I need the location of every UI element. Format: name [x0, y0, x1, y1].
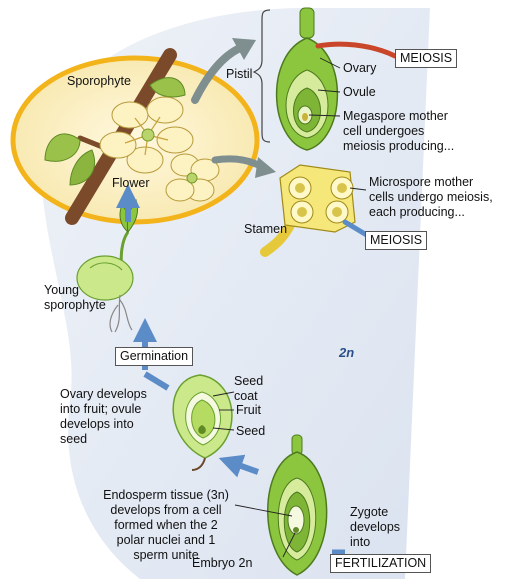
ovary-develops-line: Ovary develops [60, 387, 147, 402]
endosperm-line: Endosperm tissue (3n) [96, 488, 236, 503]
megaspore-line: cell undergoes [343, 124, 454, 139]
endosperm-line: develops from a cell [96, 503, 236, 518]
meiosis-mid-box: MEIOSIS [365, 231, 427, 250]
endosperm-line: polar nuclei and 1 [96, 533, 236, 548]
ovule-label: Ovule [343, 85, 376, 100]
microspore-line: cells undergo meiosis, [369, 190, 493, 205]
germination-box: Germination [115, 347, 193, 366]
fertilization-box: FERTILIZATION [330, 554, 431, 573]
embryo-label: Embryo 2n [192, 556, 252, 571]
young-sporophyte-line: Young [44, 283, 106, 298]
microspore-text: Microspore mother cells undergo meiosis,… [369, 175, 493, 220]
ovary-develops-line: seed [60, 432, 147, 447]
ovary-label: Ovary [343, 61, 376, 76]
young-sporophyte-line: sporophyte [44, 298, 106, 313]
megaspore-line: meiosis producing... [343, 139, 454, 154]
meiosis-top-box: MEIOSIS [395, 49, 457, 68]
seed-label: Seed [236, 424, 265, 439]
seed-coat-text: Seed coat [234, 374, 263, 404]
ovary-develops-line: into fruit; ovule [60, 402, 147, 417]
megaspore-line: Megaspore mother [343, 109, 454, 124]
zygote-line: develops [350, 520, 400, 535]
fruit-label: Fruit [236, 403, 261, 418]
zygote-text: Zygote develops into [350, 505, 400, 550]
endosperm-line: formed when the 2 [96, 518, 236, 533]
stamen-label: Stamen [244, 222, 287, 237]
zygote-line: into [350, 535, 400, 550]
flower-label: Flower [112, 176, 150, 191]
megaspore-text: Megaspore mother cell undergoes meiosis … [343, 109, 454, 154]
endosperm-text: Endosperm tissue (3n) develops from a ce… [96, 488, 236, 563]
ploidy-2n: 2n [339, 345, 354, 360]
young-sporophyte-text: Young sporophyte [44, 283, 106, 313]
ovary-develops-text: Ovary develops into fruit; ovule develop… [60, 387, 147, 447]
ovary-develops-line: develops into [60, 417, 147, 432]
pistil-label: Pistil [226, 67, 252, 82]
microspore-line: Microspore mother [369, 175, 493, 190]
seed-coat-line: coat [234, 389, 263, 404]
zygote-line: Zygote [350, 505, 400, 520]
microspore-line: each producing... [369, 205, 493, 220]
sporophyte-label: Sporophyte [67, 74, 131, 89]
seed-coat-line: Seed [234, 374, 263, 389]
